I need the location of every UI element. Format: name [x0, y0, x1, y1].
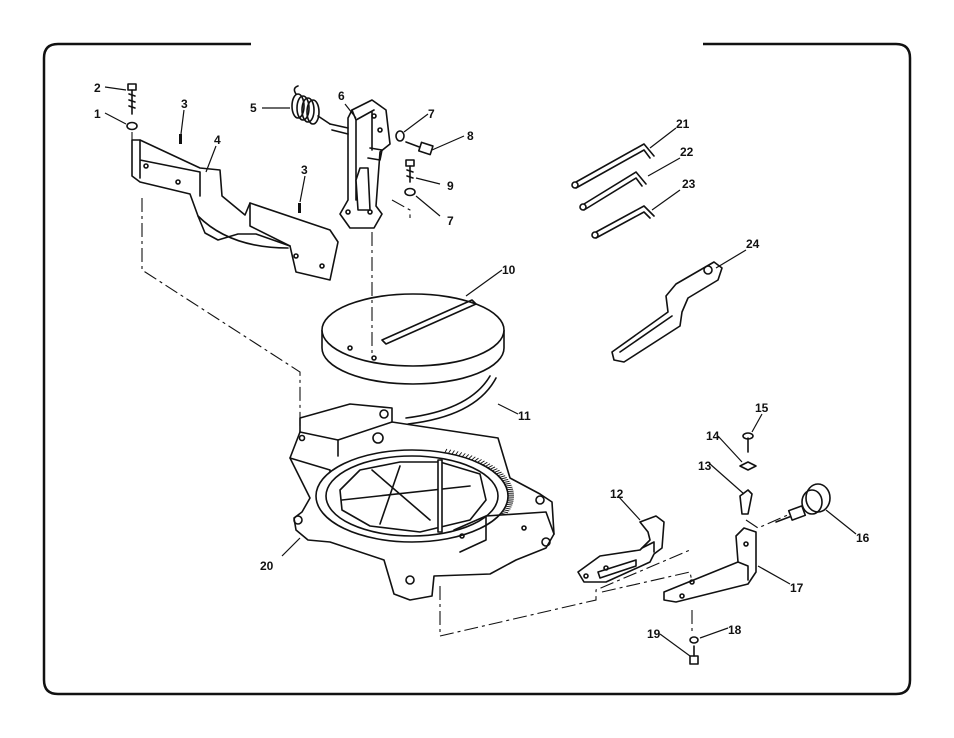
- callout-2: 2: [94, 81, 101, 95]
- wrench-part-24: [611, 261, 723, 363]
- bevel-scale-ticks: [444, 448, 514, 516]
- diagram-frame: [42, 42, 912, 696]
- callout-23: 23: [682, 177, 696, 191]
- washer-part-7a: [395, 130, 405, 142]
- scale-tick: [451, 450, 455, 455]
- scale-tick: [455, 451, 459, 456]
- fence-part: [131, 139, 339, 281]
- pin-part-3a: [179, 134, 182, 144]
- scale-tick: [505, 484, 512, 487]
- callout-21: 21: [676, 117, 690, 131]
- scale-tick: [503, 480, 510, 483]
- callout-6: 6: [338, 89, 345, 103]
- scale-tick: [479, 460, 485, 465]
- hex-key-part-23: [591, 205, 655, 239]
- scale-tick: [494, 469, 500, 473]
- washer-part-1: [126, 121, 138, 131]
- callout-3: 3: [181, 97, 188, 111]
- scale-tick: [506, 503, 513, 506]
- callout-7b: 7: [447, 214, 454, 228]
- screw-part-19: [689, 645, 699, 665]
- screw-part-15: [742, 432, 754, 453]
- callout-7: 7: [428, 107, 435, 121]
- scale-tick: [505, 505, 512, 508]
- scale-tick: [492, 468, 498, 472]
- scale-tick: [500, 512, 507, 516]
- callout-5: 5: [250, 101, 257, 115]
- scale-tick: [503, 509, 510, 512]
- scale-tick: [504, 482, 511, 485]
- lock-plate-part-12: [577, 515, 665, 583]
- callout-11: 11: [518, 409, 531, 423]
- scale-strip-part-11: [405, 375, 497, 425]
- callout-22: 22: [680, 145, 694, 159]
- scale-tick: [448, 449, 452, 454]
- knob-part-16: [775, 483, 831, 523]
- scale-tick: [474, 457, 479, 462]
- bracket-part-6: [329, 99, 391, 229]
- screw-part-8: [405, 141, 434, 156]
- scale-tick: [485, 463, 491, 467]
- callout-10: 10: [502, 263, 516, 277]
- callout-3b: 3: [301, 163, 308, 177]
- scale-tick: [482, 461, 488, 466]
- scale-tick: [489, 466, 496, 470]
- nut-part-14: [739, 461, 757, 471]
- bolt-part-2: [127, 83, 137, 115]
- washer-part-18: [689, 636, 699, 644]
- scale-tick: [477, 459, 482, 463]
- bolt-part-9: [405, 159, 415, 183]
- callout-20: 20: [260, 559, 274, 573]
- callout-19: 19: [647, 627, 661, 641]
- hex-key-part-22: [579, 171, 647, 211]
- scale-tick: [507, 488, 514, 491]
- callout-13: 13: [698, 459, 712, 473]
- callout-24: 24: [746, 237, 760, 251]
- callout-17: 17: [790, 581, 804, 595]
- scale-tick: [504, 507, 511, 510]
- callout-18: 18: [728, 623, 742, 637]
- clip-part-13: [739, 489, 753, 515]
- assembly-lines: [131, 132, 791, 637]
- scale-tick: [502, 511, 509, 514]
- pin-part-3b: [298, 203, 301, 213]
- scale-tick: [458, 452, 463, 457]
- scale-tick: [444, 448, 448, 453]
- scale-tick: [499, 475, 506, 478]
- callout-labels: 1 2 3 3 4 5 6 7 7 8 9 10 11 12 13 14 15 …: [94, 81, 870, 641]
- scale-tick: [468, 455, 473, 460]
- lock-bracket-part-17: [663, 527, 757, 603]
- scale-tick: [471, 456, 476, 461]
- washer-part-7b: [404, 187, 416, 197]
- callout-14: 14: [706, 429, 720, 443]
- hex-key-part-21: [571, 143, 655, 189]
- scale-tick: [487, 464, 493, 469]
- scale-tick: [461, 453, 466, 458]
- callout-12: 12: [610, 487, 624, 501]
- scale-tick: [502, 478, 509, 482]
- callout-16: 16: [856, 531, 870, 545]
- table-insert-part-10: [321, 293, 505, 385]
- scale-tick: [506, 486, 513, 489]
- leader-lines: [104, 86, 857, 657]
- callout-4: 4: [214, 133, 221, 147]
- callout-9: 9: [447, 179, 454, 193]
- scale-tick: [501, 477, 507, 480]
- callout-8: 8: [467, 129, 474, 143]
- scale-tick: [496, 471, 502, 475]
- scale-tick: [506, 502, 514, 504]
- callout-15: 15: [755, 401, 769, 415]
- scale-tick: [497, 473, 504, 477]
- spring-part-5: [291, 85, 331, 125]
- scale-tick: [465, 454, 470, 459]
- callout-1: 1: [94, 107, 101, 121]
- base-part-20: [289, 403, 555, 601]
